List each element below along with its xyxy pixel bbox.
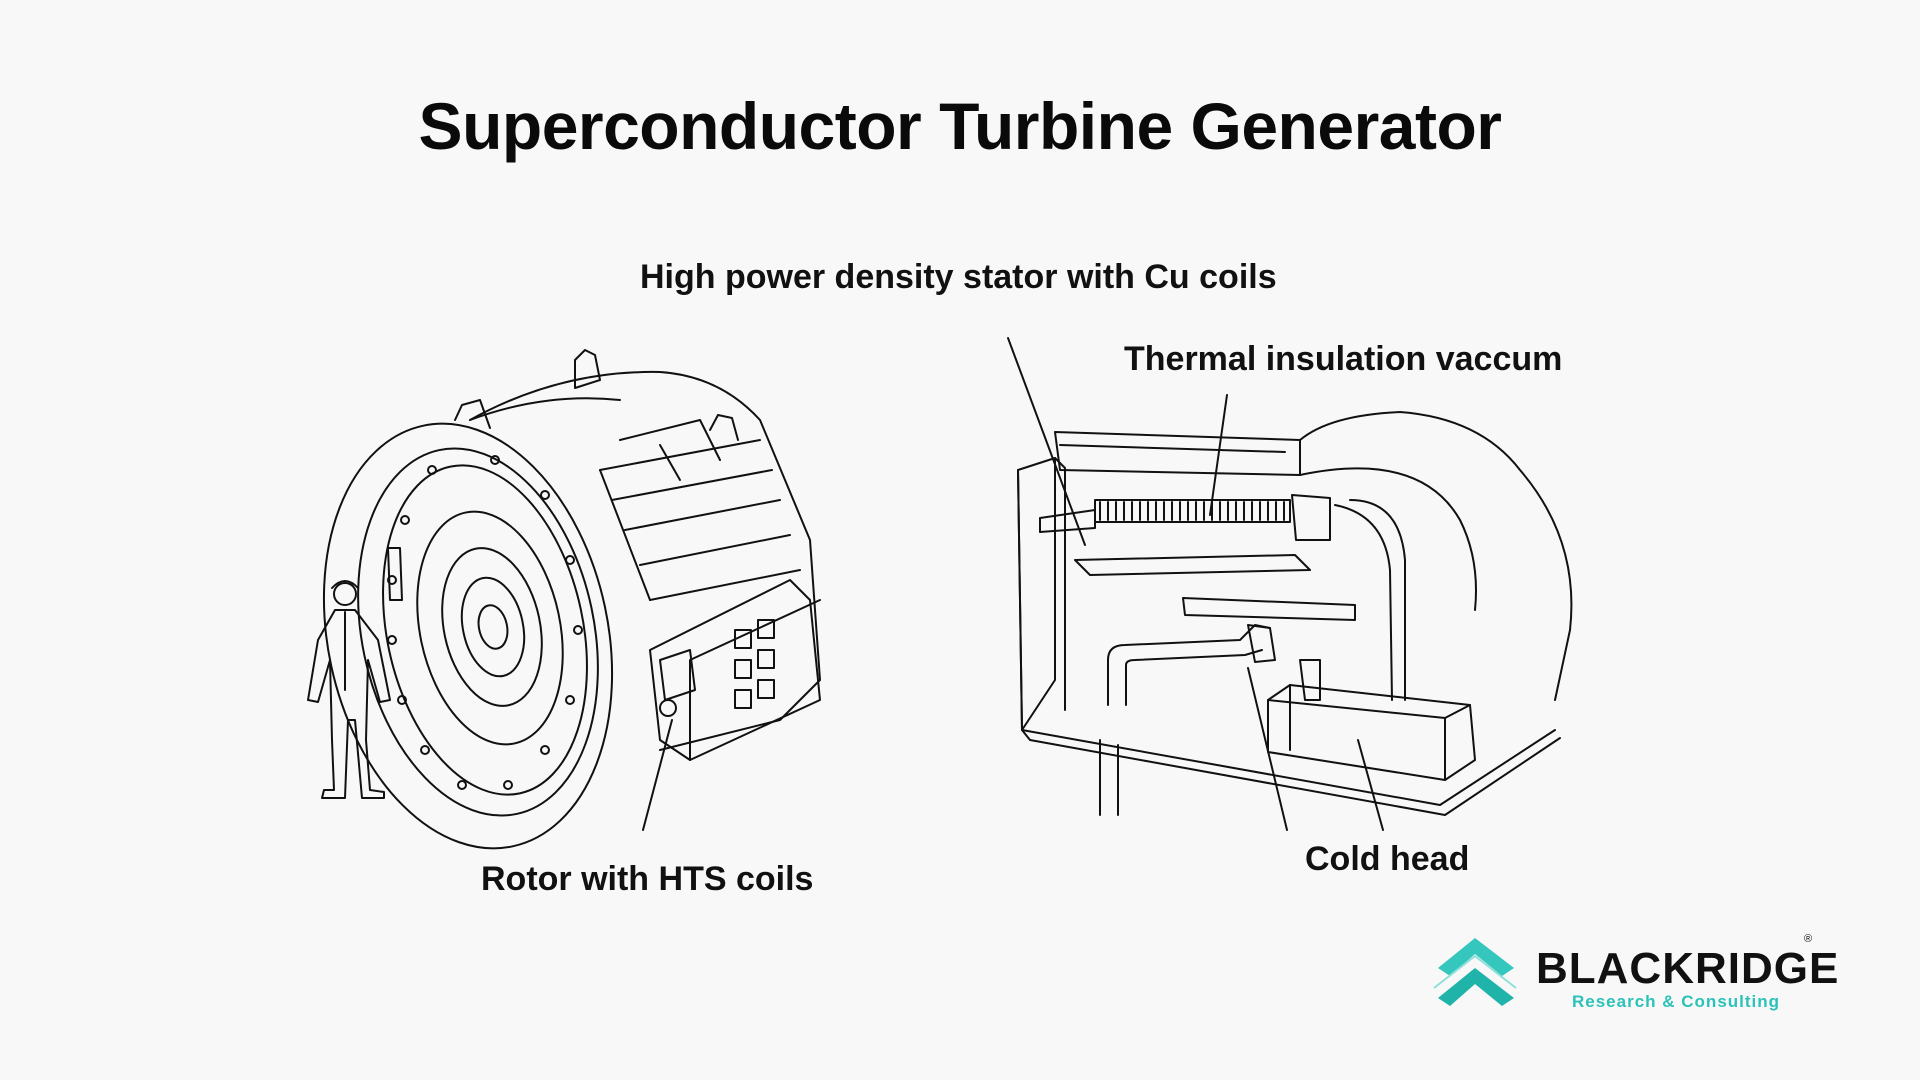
generator-cutaway-drawing [1007,337,1573,831]
cold-head-label: Cold head [1305,840,1470,878]
blackridge-logo: BLACKRIDGE ® Research & Consulting [1430,930,1838,1030]
worker-figure [307,580,391,799]
logo-subtitle: Research & Consulting [1572,992,1781,1011]
chevron-logo-icon [1433,938,1517,1006]
generator-exterior-drawing [322,349,821,850]
logo-registered-mark: ® [1804,933,1813,945]
page-title: Superconductor Turbine Generator [418,89,1502,163]
rotor-label: Rotor with HTS coils [481,860,814,898]
stator-label: High power density stator with Cu coils [640,258,1277,296]
logo-name: BLACKRIDGE [1536,944,1840,993]
thermal-insulation-label: Thermal insulation vaccum [1124,340,1563,378]
